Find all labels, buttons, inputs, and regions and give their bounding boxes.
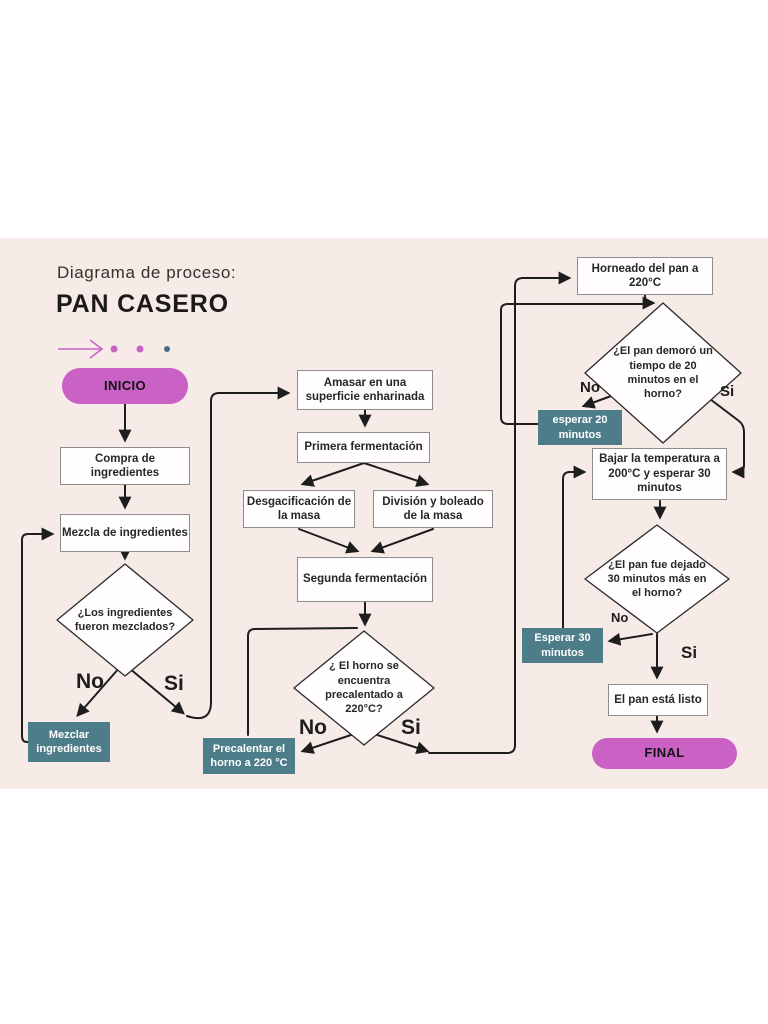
decision-dejado-shape bbox=[584, 524, 730, 634]
connector-decision2-si-horneado bbox=[428, 271, 572, 754]
connector-decision4-no-esperar30 bbox=[607, 632, 653, 646]
decision-mezclados-label: ¿Los ingredientes fueron mezclados? bbox=[74, 606, 176, 633]
connector-horneado-decision3 bbox=[642, 294, 656, 310]
connector-decision3-si-bajar bbox=[701, 392, 745, 479]
connector-primera-desgacificacion bbox=[300, 462, 365, 487]
connector-primera-division bbox=[363, 462, 430, 487]
step-segunda-fermentacion: Segunda fermentación bbox=[297, 557, 433, 602]
branch-demoro-no: No bbox=[580, 379, 600, 396]
step-division-boleado: División y boleado de la masa bbox=[373, 490, 493, 528]
decision-demoro-label: ¿El pan demoró un tiempo de 20 minutos e… bbox=[613, 345, 713, 401]
step-desgacificacion: Desgacificación de la masa bbox=[243, 490, 355, 528]
branch-dejado-si: Si bbox=[681, 643, 698, 662]
decision-demoro-shape bbox=[584, 302, 742, 444]
decoration-dot-3 bbox=[164, 346, 170, 352]
decision-horno-precalentado-shape bbox=[293, 630, 435, 746]
end-node: FINAL bbox=[592, 738, 737, 769]
step-primera-fermentacion: Primera fermentación bbox=[297, 432, 430, 463]
page-title: PAN CASERO bbox=[56, 290, 229, 318]
connector-precalentar-loop-decision2 bbox=[247, 627, 358, 736]
step-precalentar-horno: Precalentar el horno a 220 °C bbox=[203, 738, 295, 774]
connector-desgacificacion-segunda bbox=[298, 528, 360, 554]
step-bajar-temperatura: Bajar la temperatura a 200°C y esperar 3… bbox=[592, 448, 727, 500]
decision-mezclados-shape bbox=[56, 563, 194, 677]
branch-demoro-si: Si bbox=[720, 383, 735, 400]
decoration-dot-2 bbox=[136, 345, 144, 353]
diagram-subtitle: Diagrama de proceso: bbox=[57, 263, 237, 282]
step-pan-listo: El pan está listo bbox=[608, 684, 708, 716]
connector-esperar30-loop-bajar bbox=[562, 465, 587, 629]
step-horneado: Horneado del pan a 220°C bbox=[577, 257, 713, 295]
step-mezclar-ingredientes: Mezclar ingredientes bbox=[28, 722, 110, 762]
step-amasar: Amasar en una superficie enharinada bbox=[297, 370, 433, 410]
connector-esperar20-loop-decision3 bbox=[500, 303, 646, 425]
connector-decision2-no-precalentar bbox=[300, 731, 361, 754]
connector-decision1-si-amasar bbox=[186, 386, 291, 720]
branch-mezclados-si: Si bbox=[164, 672, 184, 695]
decision-horno-precalentado-label: ¿ El horno se encuentra precalentado a 2… bbox=[325, 660, 403, 716]
connector-decision1-si-part1 bbox=[128, 667, 185, 715]
branch-mezclados-no: No bbox=[76, 670, 104, 693]
step-compra-de-ingredientes: Compra de ingredientes bbox=[60, 447, 190, 485]
decoration-dot-1 bbox=[110, 345, 118, 353]
step-esperar-30-minutos: Esperar 30 minutos bbox=[522, 628, 603, 663]
step-esperar-20-minutos: esperar 20 minutos bbox=[538, 410, 622, 445]
branch-horno-si: Si bbox=[401, 716, 421, 739]
start-node: INICIO bbox=[62, 368, 188, 404]
connector-decision1-no-mezclar bbox=[76, 666, 121, 717]
branch-horno-no: No bbox=[299, 716, 327, 739]
step-mezcla-de-ingredientes: Mezcla de ingredientes bbox=[60, 514, 190, 552]
connector-decision2-si-part1 bbox=[367, 731, 430, 754]
connector-division-segunda bbox=[370, 528, 434, 554]
branch-dejado-no: No bbox=[611, 610, 629, 625]
decoration-arrow-icon bbox=[58, 339, 104, 359]
connector-mezclar-loop-mezcla bbox=[21, 527, 55, 743]
decision-dejado-label: ¿El pan fue dejado 30 minutos más en el … bbox=[607, 558, 707, 600]
